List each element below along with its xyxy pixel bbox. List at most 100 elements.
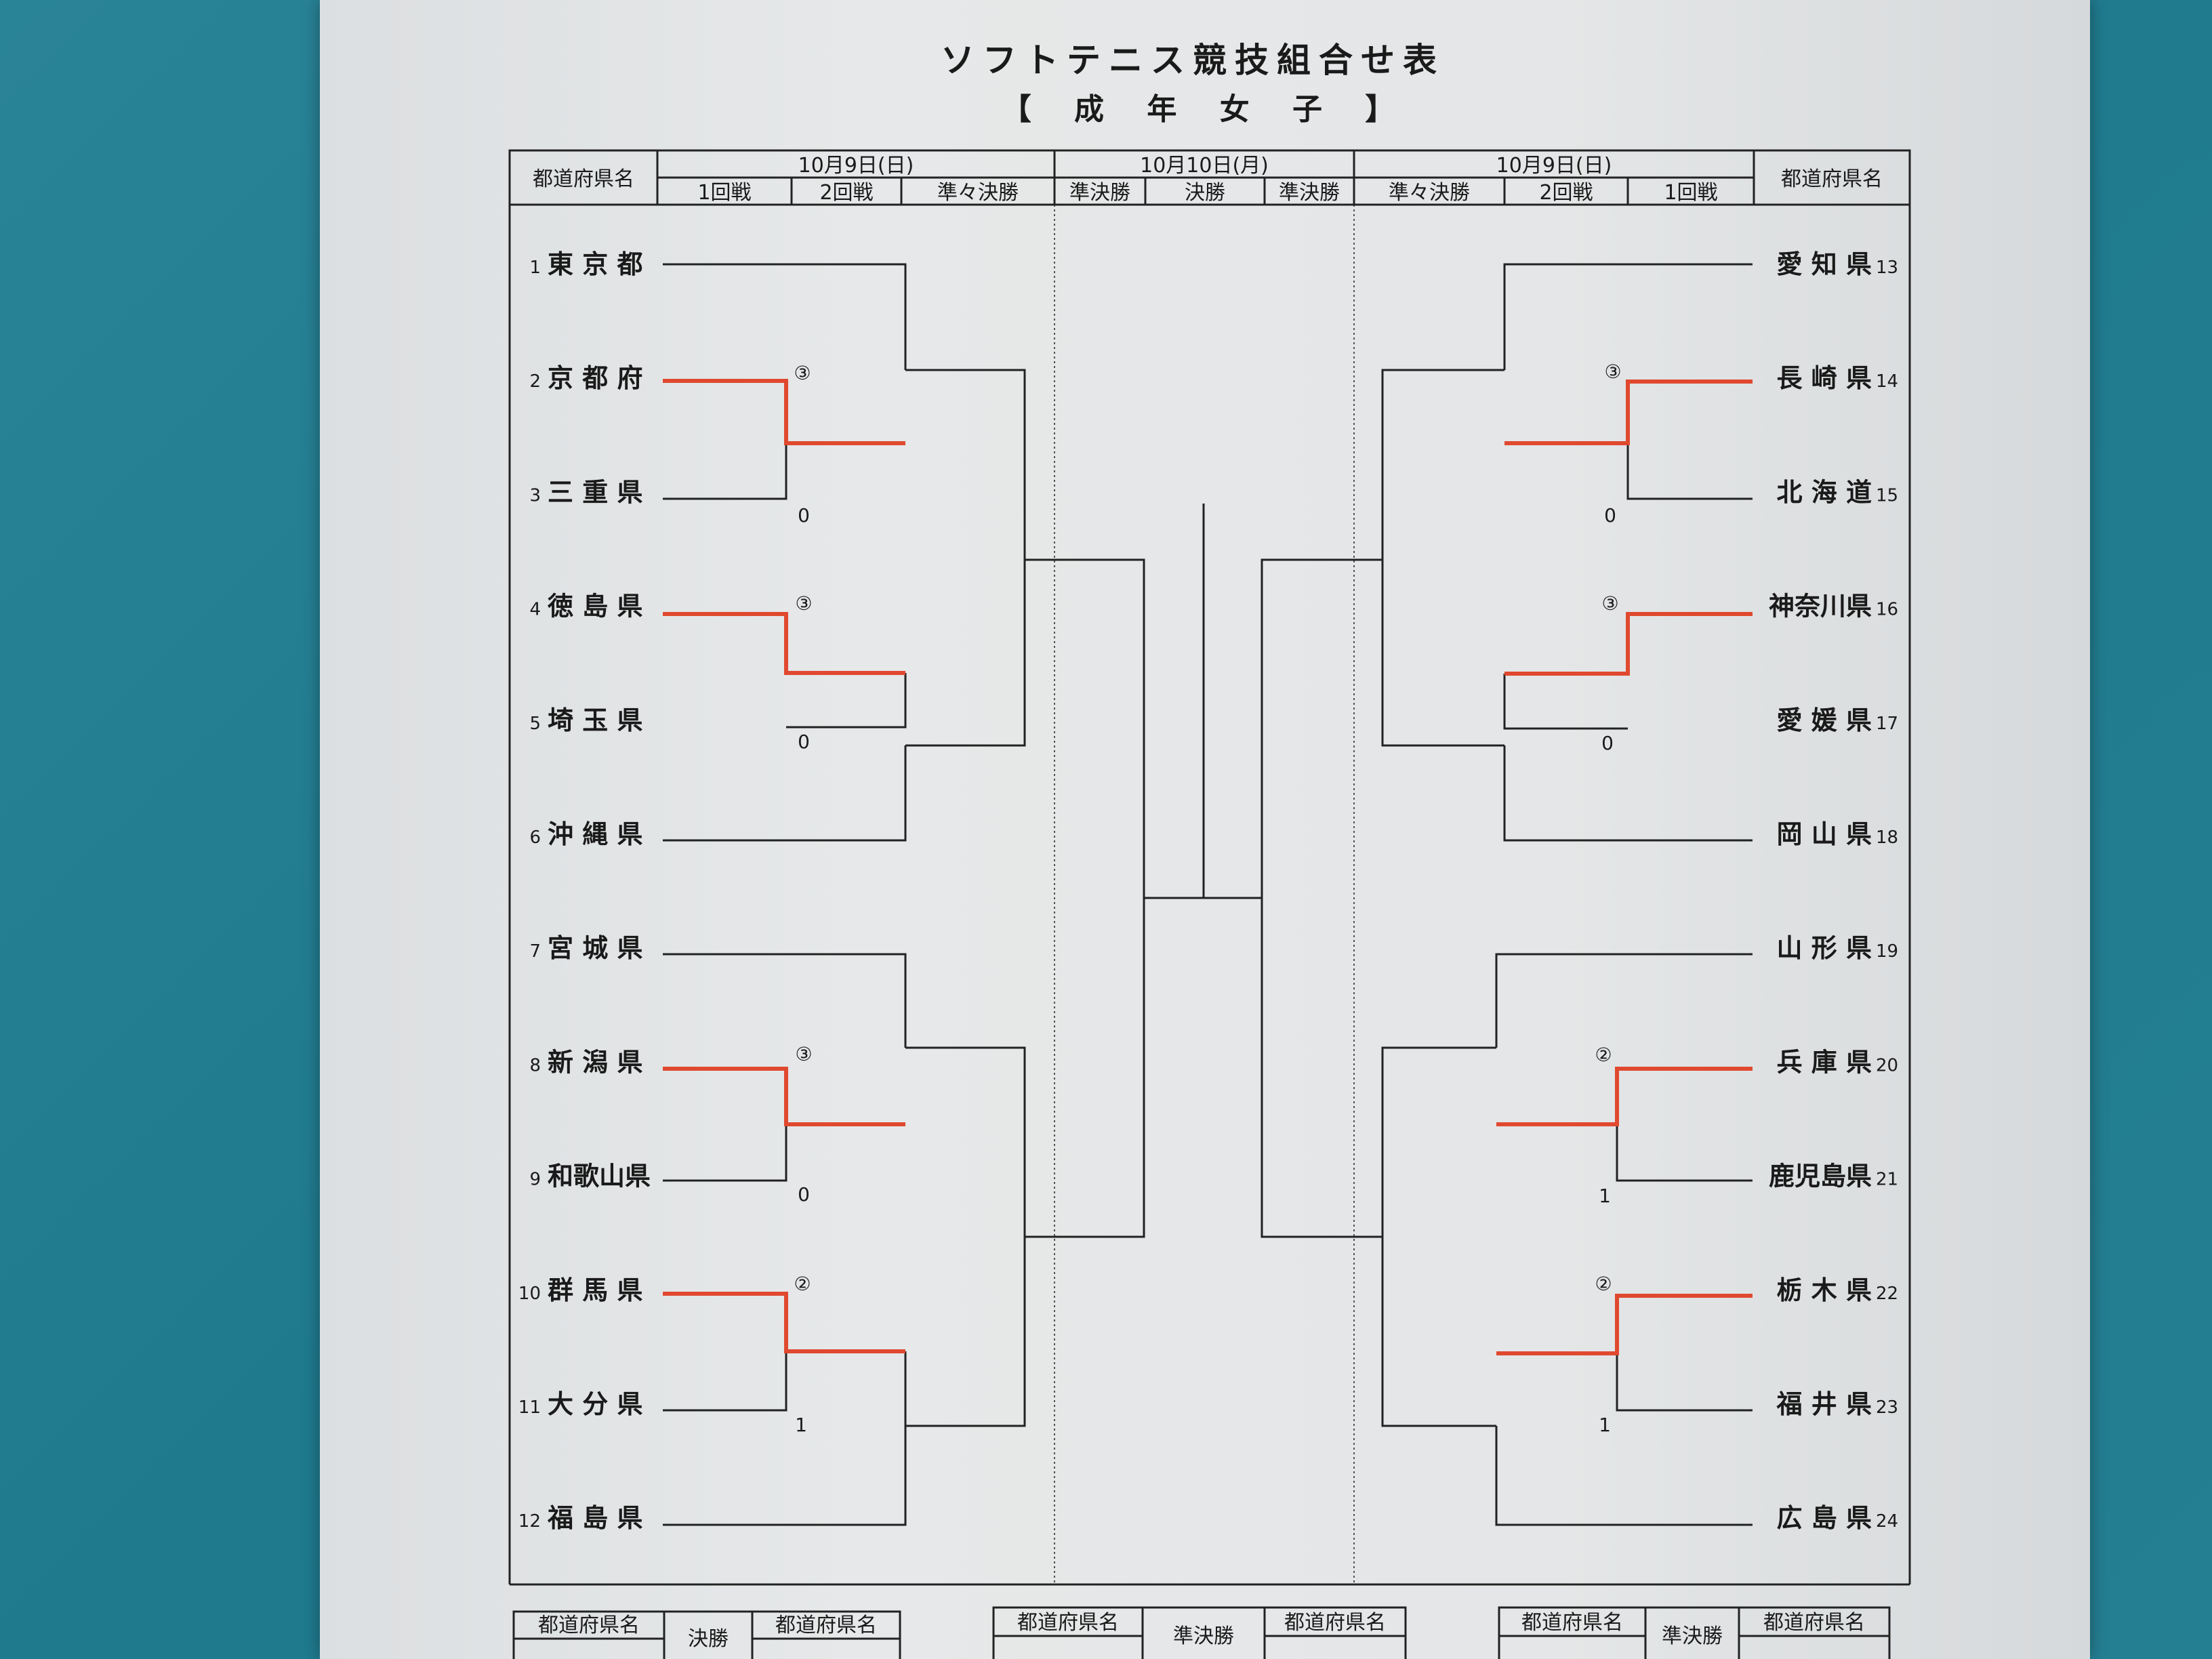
team-seed: 13 bbox=[1876, 258, 1898, 278]
score-winner: ③ bbox=[1601, 592, 1618, 615]
round-center-sf-left: 準決勝 bbox=[1069, 181, 1130, 205]
team-seed: 9 bbox=[529, 1170, 541, 1190]
winner-lines bbox=[663, 379, 1753, 1355]
header-pref-left: 都道府県名 bbox=[533, 167, 634, 191]
left-scores: ③ 0 ③ 0 ③ 0 ② 1 bbox=[794, 362, 812, 1436]
team-name: 長 崎 県 bbox=[1777, 363, 1872, 393]
round-center-sf-right: 準決勝 bbox=[1279, 181, 1340, 205]
score-winner: ③ bbox=[795, 592, 812, 615]
bottom-table-3-mid: 準決勝 bbox=[1662, 1624, 1723, 1648]
score-loser: 0 bbox=[798, 504, 810, 527]
team-name: 新 潟 県 bbox=[548, 1047, 642, 1077]
team-seed: 7 bbox=[529, 941, 541, 962]
round-left-2: 2回戦 bbox=[819, 181, 873, 205]
bottom-table-3-left: 都道府県名 bbox=[1521, 1611, 1623, 1635]
page-subtitle: 【 成 年 女 子 】 bbox=[1002, 92, 1412, 127]
score-winner: ② bbox=[794, 1273, 811, 1295]
team-name: 栃 木 県 bbox=[1777, 1275, 1872, 1305]
bracket-frame bbox=[508, 205, 1911, 1586]
round-left-1: 1回戦 bbox=[697, 181, 751, 205]
score-loser: 0 bbox=[1601, 732, 1614, 754]
team-name: 三 重 県 bbox=[548, 477, 642, 507]
team-seed: 5 bbox=[529, 714, 541, 734]
score-winner: ③ bbox=[1604, 361, 1621, 383]
team-seed: 16 bbox=[1876, 600, 1898, 620]
team-seed: 20 bbox=[1876, 1055, 1898, 1076]
score-loser: 0 bbox=[798, 731, 810, 753]
team-seed: 15 bbox=[1876, 485, 1898, 506]
team-seed: 14 bbox=[1876, 371, 1898, 392]
team-seed: 3 bbox=[529, 485, 541, 506]
score-winner: ② bbox=[1595, 1044, 1612, 1066]
team-seed: 17 bbox=[1876, 714, 1898, 734]
team-name: 神奈川県 bbox=[1769, 592, 1872, 621]
header-pref-right: 都道府県名 bbox=[1781, 167, 1883, 191]
team-seed: 10 bbox=[518, 1284, 541, 1304]
score-loser: 1 bbox=[795, 1414, 807, 1436]
team-seed: 8 bbox=[529, 1055, 541, 1076]
team-name: 宮 城 県 bbox=[548, 933, 642, 963]
team-seed: 19 bbox=[1876, 941, 1898, 962]
team-seed: 4 bbox=[529, 600, 541, 620]
team-name: 兵 庫 県 bbox=[1777, 1047, 1872, 1077]
left-teams: 1 東 京 都 2 京 都 府 3 三 重 県 4 徳 島 県 5 埼 玉 県 6 沖 縄 県 7 宮 城… bbox=[518, 249, 651, 1533]
team-name: 京 都 府 bbox=[548, 363, 642, 393]
team-name: 福 島 県 bbox=[547, 1503, 642, 1533]
round-right-2: 2回戦 bbox=[1539, 181, 1593, 205]
team-seed: 21 bbox=[1876, 1170, 1898, 1190]
team-name: 愛 知 県 bbox=[1777, 249, 1872, 279]
team-seed: 1 bbox=[529, 258, 541, 278]
round-left-qf: 準々決勝 bbox=[937, 181, 1019, 205]
score-loser: 1 bbox=[1599, 1414, 1611, 1436]
team-name: 岡 山 県 bbox=[1777, 819, 1872, 849]
team-seed: 6 bbox=[529, 827, 541, 848]
right-scores: ③ 0 ③ 0 ② 1 ② 1 bbox=[1595, 361, 1621, 1436]
team-name: 山 形 県 bbox=[1777, 933, 1872, 963]
team-name: 徳 島 県 bbox=[547, 592, 642, 621]
score-loser: 0 bbox=[798, 1183, 810, 1206]
bottom-table-2-left: 都道府県名 bbox=[1017, 1611, 1119, 1635]
header-day-center: 10月10日(月) bbox=[1140, 154, 1269, 178]
team-name: 大 分 県 bbox=[548, 1389, 642, 1419]
header-day-left: 10月9日(日) bbox=[798, 154, 914, 178]
team-name: 愛 媛 県 bbox=[1777, 705, 1872, 735]
team-name: 鹿児島県 bbox=[1769, 1162, 1872, 1191]
team-name: 福 井 県 bbox=[1776, 1389, 1872, 1419]
round-right-1: 1回戦 bbox=[1664, 181, 1717, 205]
team-name: 東 京 都 bbox=[548, 249, 642, 279]
bracket-lines bbox=[663, 263, 1753, 1526]
bottom-table-1-mid: 決勝 bbox=[688, 1627, 729, 1651]
team-seed: 22 bbox=[1876, 1284, 1898, 1304]
team-name: 北 海 道 bbox=[1777, 477, 1872, 507]
score-winner: ③ bbox=[795, 1043, 812, 1065]
team-name: 和歌山県 bbox=[548, 1162, 651, 1191]
header-table bbox=[508, 149, 1911, 206]
team-seed: 12 bbox=[518, 1511, 541, 1532]
bottom-table-3-right: 都道府県名 bbox=[1763, 1611, 1865, 1635]
team-name: 沖 縄 県 bbox=[548, 819, 642, 849]
page-title: ソフトテニス競技組合せ表 bbox=[941, 41, 1445, 80]
bottom-table-1-right: 都道府県名 bbox=[775, 1614, 877, 1637]
team-name: 群 馬 県 bbox=[548, 1275, 642, 1305]
bottom-tables bbox=[512, 1606, 1891, 1659]
bottom-table-2-mid: 準決勝 bbox=[1173, 1624, 1234, 1648]
team-seed: 23 bbox=[1876, 1397, 1898, 1418]
round-right-qf: 準々決勝 bbox=[1389, 181, 1470, 205]
bottom-table-1-left: 都道府県名 bbox=[538, 1614, 640, 1637]
score-loser: 1 bbox=[1599, 1185, 1611, 1207]
paper-sheet bbox=[320, 0, 2090, 1659]
team-name: 埼 玉 県 bbox=[548, 705, 642, 735]
team-seed: 24 bbox=[1876, 1511, 1898, 1532]
team-name: 広 島 県 bbox=[1777, 1503, 1872, 1533]
bottom-table-2-right: 都道府県名 bbox=[1284, 1611, 1386, 1635]
team-seed: 11 bbox=[518, 1397, 541, 1418]
header-day-right: 10月9日(日) bbox=[1496, 154, 1612, 178]
team-seed: 2 bbox=[529, 371, 541, 392]
score-winner: ③ bbox=[794, 362, 811, 384]
score-winner: ② bbox=[1595, 1273, 1612, 1295]
score-loser: 0 bbox=[1604, 504, 1616, 527]
team-seed: 18 bbox=[1876, 827, 1898, 848]
round-center-final: 決勝 bbox=[1185, 181, 1225, 205]
